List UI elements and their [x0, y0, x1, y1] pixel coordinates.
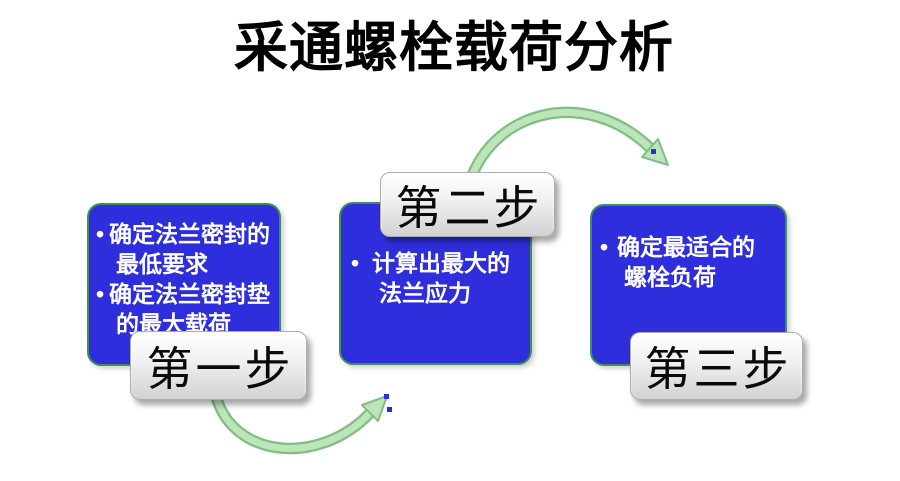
bullet-text: 确定法兰密封的	[109, 221, 270, 247]
bullet-text: 计算出最大的	[372, 250, 510, 276]
step3-label[interactable]: 第三步	[630, 332, 803, 400]
arrow-arc-body	[212, 395, 373, 452]
step1-label-text: 第一步	[146, 343, 294, 395]
bullet-marker: •	[96, 281, 105, 307]
step1-label[interactable]: 第一步	[130, 331, 307, 400]
bullet-marker	[103, 309, 116, 339]
bullet-text: 螺栓负荷	[624, 264, 716, 290]
bullet-text: 法兰应力	[379, 280, 471, 306]
step2-label[interactable]: 第二步	[380, 172, 555, 237]
bullet-line: • 计算出最大的	[351, 248, 527, 278]
bullet-text: 确定最适合的	[617, 234, 755, 260]
bullet-line: •确定法兰密封垫	[96, 279, 276, 309]
bullet-line: 最低要求	[96, 249, 276, 279]
bullet-line: • 确定最适合的	[600, 232, 782, 262]
arrow-arc-outline	[210, 394, 375, 455]
bullet-line: 螺栓负荷	[600, 262, 782, 292]
bullet-marker	[358, 278, 379, 308]
curved-arrow-step1-to-step2[interactable]	[210, 394, 388, 455]
bullet-marker: •	[351, 250, 360, 276]
arrow-arc-body	[464, 109, 653, 189]
bullet-marker: •	[600, 234, 609, 260]
bullet-marker	[607, 262, 624, 292]
bullet-marker: •	[96, 221, 105, 247]
selection-handle-dot[interactable]	[651, 149, 656, 154]
arrowhead-icon	[361, 395, 388, 422]
step2-label-text: 第二步	[395, 182, 543, 234]
bullet-line: 法兰应力	[351, 278, 527, 308]
bullet-text: 确定法兰密封垫	[109, 281, 270, 307]
bullet-text: 最低要求	[116, 251, 208, 277]
selection-handle-dot[interactable]	[384, 394, 389, 399]
bullet-line: •确定法兰密封的	[96, 219, 276, 249]
bullet-marker	[103, 249, 116, 279]
slide-title: 采通螺栓载荷分析	[234, 18, 674, 78]
step3-label-text: 第三步	[644, 344, 792, 395]
selection-handle-dot[interactable]	[387, 407, 392, 412]
